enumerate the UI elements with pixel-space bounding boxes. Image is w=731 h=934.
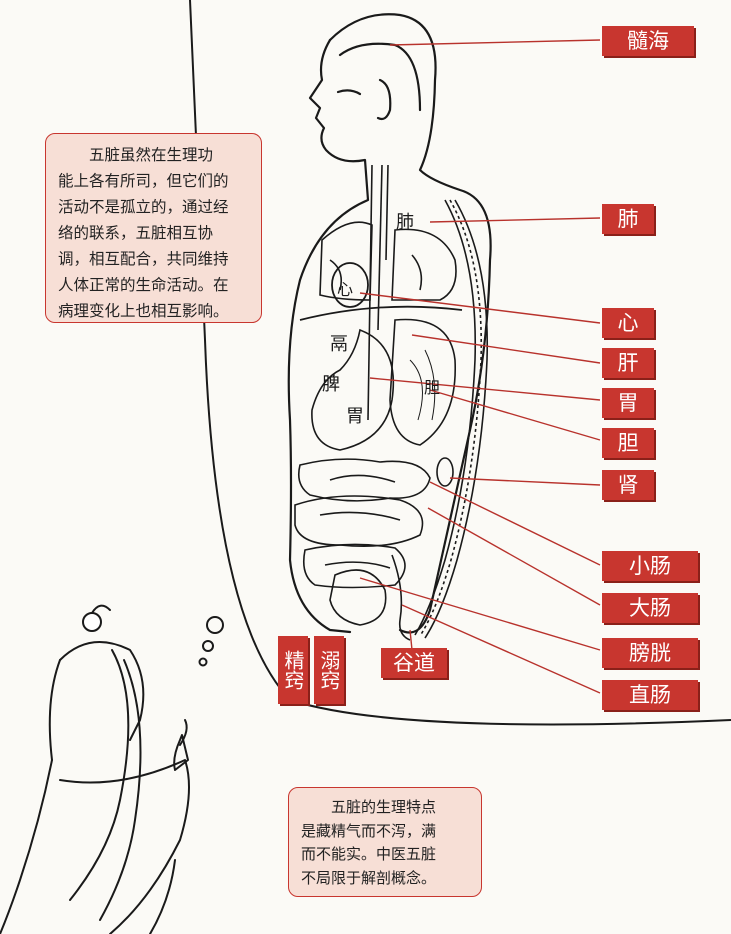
- bladder: [329, 569, 387, 626]
- rectum: [391, 554, 411, 641]
- label-small-intestine: 小肠: [602, 551, 698, 581]
- sage-figure: [0, 604, 224, 934]
- label-heart: 心: [602, 308, 654, 338]
- organ-text-heart: 心: [337, 280, 354, 299]
- liver: [389, 318, 457, 446]
- diaphragm: [299, 305, 463, 321]
- label-marrow-sea: 髓海: [602, 26, 694, 56]
- label-large-intestine: 大肠: [602, 593, 698, 623]
- label-liver: 肝: [602, 348, 654, 378]
- label-rectum: 直肠: [602, 680, 698, 710]
- organ-text-gallbladder: 胆: [424, 378, 441, 397]
- organ-text-diaphragm: 鬲: [330, 334, 348, 355]
- label-gallbladder: 胆: [602, 428, 654, 458]
- spine: [414, 199, 489, 639]
- note-five-organs-coordination: 五脏虽然在生理功 能上各有所司，但它们的 活动不是孤立的，通过经 络的联系，五脏…: [45, 133, 262, 323]
- note-five-organs-characteristics: 五脏的生理特点 是藏精气而不泻，满 而不能实。中医五脏 不局限于解剖概念。: [288, 787, 482, 897]
- kidney: [436, 457, 454, 487]
- heart: [331, 262, 369, 308]
- body-outline: [287, 13, 492, 634]
- intestines: [294, 458, 431, 589]
- label-anus: 谷道: [381, 648, 447, 678]
- label-urinary-orifice: 溺窍: [314, 636, 344, 704]
- leader-lines: [359, 39, 601, 694]
- label-stomach: 胃: [602, 388, 654, 418]
- label-seminal-orifice: 精窍: [278, 636, 308, 704]
- organ-text-lung: 肺: [396, 212, 414, 233]
- label-bladder: 膀胱: [602, 638, 698, 668]
- lungs: [319, 221, 457, 301]
- label-lung: 肺: [602, 204, 654, 234]
- organ-text-stomach: 胃: [346, 406, 364, 427]
- label-kidney: 肾: [602, 470, 654, 500]
- organ-text-spleen: 脾: [322, 374, 340, 395]
